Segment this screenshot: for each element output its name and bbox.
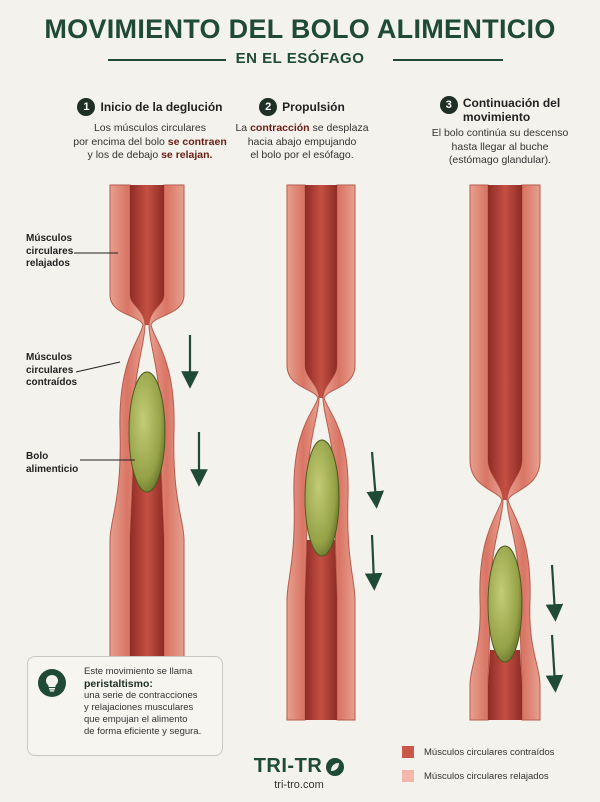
food-bolus (128, 371, 166, 493)
page-subtitle: EN EL ESÓFAGO (235, 50, 365, 67)
brand-logo-o: O (326, 757, 345, 776)
food-bolus (304, 439, 340, 557)
label-food-bolus: Bolo alimenticio (26, 451, 78, 476)
info-line: de forma eficiente y segura. (84, 726, 202, 737)
step-3-number: 3 (439, 96, 458, 114)
step-2: 2 Propulsión La contracción se desplaza … (222, 98, 382, 163)
legend-item-relaxed: Músculos circulares relajados (402, 770, 549, 782)
info-line: Este movimiento se llama (84, 666, 193, 677)
page-title: MOVIMIENTO DEL BOLO ALIMENTICIO (44, 14, 556, 44)
subtitle-row: EN EL ESÓFAGO (0, 50, 600, 70)
label-line: Músculos (26, 233, 73, 244)
label-line: Bolo (26, 451, 49, 462)
info-box: Este movimiento se llama peristaltismo: … (27, 656, 223, 756)
legend-swatch-relaxed (402, 770, 414, 782)
step-1-desc-line: y los de debajo (87, 149, 159, 161)
label-contracted-muscles: Músculos circulares contraídos (26, 352, 77, 390)
esophagus-tube-3 (469, 184, 564, 721)
brand-logo-text: TRI-TR (253, 755, 323, 777)
step-3-description: El bolo continúa su descenso hasta llega… (410, 127, 590, 168)
step-1-desc-line: Los músculos circulares (93, 122, 207, 134)
label-line: contraídos (26, 377, 78, 388)
esophagus-tube-2 (286, 184, 385, 721)
legend-swatch-contracted (402, 746, 414, 758)
info-line: que empujan el alimento (84, 714, 188, 725)
legend-label: Músculos circulares contraídos (424, 746, 555, 758)
label-line: alimenticio (26, 463, 79, 475)
step-3: 3 Continuación del movimiento El bolo co… (410, 96, 590, 168)
step-2-desc-line: el bolo por el esófago. (250, 149, 354, 161)
info-line: y relajaciones musculares (84, 702, 194, 713)
lumen (305, 185, 337, 398)
label-pointer (75, 361, 121, 373)
down-arrow (545, 634, 564, 693)
down-arrow (545, 564, 564, 622)
label-relaxed-muscles: Músculos circulares relajados (26, 233, 73, 271)
food-bolus (487, 545, 523, 663)
step-3-desc-line: El bolo continúa su descenso (431, 127, 569, 139)
down-arrow (366, 451, 385, 509)
step-3-title: Continuación del movimiento (463, 96, 560, 124)
step-3-heading: 3 Continuación del movimiento (410, 96, 590, 124)
step-1-description: Los músculos circulares por encima del b… (40, 122, 260, 163)
lumen (488, 650, 522, 720)
step-2-desc-line: se desplaza (312, 122, 369, 134)
brand-url[interactable]: tri-tro.com (274, 779, 324, 791)
step-1-desc-line: por encima del bolo (73, 135, 165, 148)
subtitle-rule-right (393, 59, 503, 61)
label-line: circulares (26, 364, 74, 376)
step-1-desc-emphasis: se contraen (167, 135, 227, 148)
step-2-desc-emphasis: contracción (250, 122, 310, 134)
info-line: una serie de contracciones (84, 690, 198, 701)
legend-item-contracted: Músculos circulares contraídos (402, 746, 554, 758)
muscle-wall-left (469, 184, 504, 721)
label-line: relajados (26, 258, 70, 269)
step-2-desc-line: hacia abajo empujando (247, 135, 357, 148)
step-1-desc-emphasis: se relajan. (161, 149, 213, 161)
step-1-heading: 1 Inicio de la deglución (40, 98, 260, 116)
step-3-desc-line: (estómago glandular). (448, 154, 552, 166)
step-3-title-line: movimiento (462, 110, 531, 124)
brand-block: TRI-TR O tri-tro.com (226, 755, 372, 791)
muscle-wall-right (506, 184, 541, 721)
label-line: circulares (26, 245, 74, 257)
info-text: Este movimiento se llama peristaltismo: … (84, 666, 218, 738)
step-1: 1 Inicio de la deglución Los músculos ci… (40, 98, 260, 163)
step-2-number: 2 (259, 98, 278, 116)
subtitle-rule-left (108, 59, 226, 61)
step-2-description: La contracción se desplaza hacia abajo e… (222, 122, 382, 163)
step-2-title: Propulsión (282, 100, 345, 114)
info-term: peristaltismo: (84, 678, 153, 690)
step-3-desc-line: hasta llegar al buche (451, 140, 549, 153)
lumen (130, 185, 164, 325)
step-2-heading: 2 Propulsión (222, 98, 382, 116)
brand-logo: TRI-TR O (226, 755, 372, 778)
legend-label: Músculos circulares relajados (424, 770, 549, 782)
lumen (305, 540, 337, 720)
down-arrow (364, 534, 383, 591)
step-3-title-line: Continuación del (462, 96, 561, 110)
esophagus-tube-1 (74, 184, 208, 721)
label-line: Músculos (26, 352, 73, 363)
lumen (488, 185, 522, 500)
step-2-desc-line: La (235, 122, 248, 134)
step-1-number: 1 (77, 98, 96, 116)
lightbulb-icon (38, 669, 66, 697)
step-1-title: Inicio de la deglución (100, 100, 223, 114)
leaf-icon (331, 762, 340, 771)
